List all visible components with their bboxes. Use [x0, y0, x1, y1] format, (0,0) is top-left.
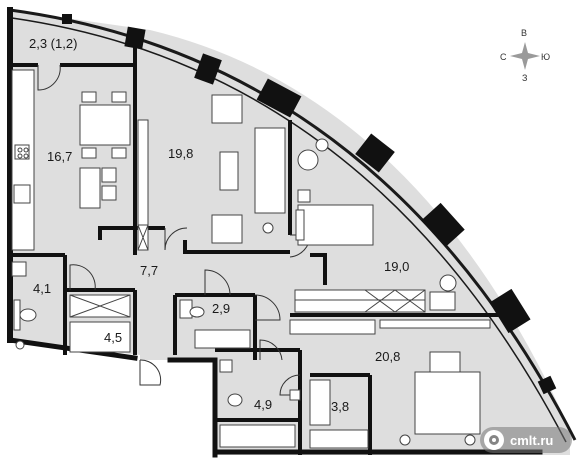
room-labels: 2,3 (1,2) 16,7 19,8 19,0 4,1 7,7 2,9 4,5… [29, 36, 409, 414]
room-area-bathroom-2: 4,9 [254, 397, 272, 412]
living-furniture [137, 94, 286, 251]
room-area-wc: 2,9 [212, 301, 230, 316]
interior-walls [10, 40, 500, 455]
room-area-wardrobe-2: 3,8 [331, 399, 349, 414]
bathroom2-fixtures [179, 299, 369, 449]
compass-east-label: В [521, 28, 527, 38]
compass: В С Ю З [500, 28, 550, 83]
room-area-wardrobe-1: 4,5 [104, 330, 122, 345]
compass-north-label: С [500, 52, 507, 62]
bedroom2-furniture [289, 319, 491, 446]
facade-pillars [62, 14, 557, 395]
room-area-kitchen: 16,7 [47, 149, 72, 164]
facade-curve-outer [9, 8, 577, 441]
watermark: cmlt.ru [480, 427, 572, 453]
compass-rose-icon [510, 42, 540, 70]
room-area-bedroom-2: 20,8 [375, 349, 400, 364]
room-area-bathroom-1: 4,1 [33, 281, 51, 296]
room-area-living: 19,8 [168, 146, 193, 161]
compass-west-label: З [522, 73, 527, 83]
watermark-text: cmlt.ru [510, 432, 554, 448]
bathroom1-fixtures [11, 261, 131, 353]
kitchen-furniture [11, 69, 131, 251]
room-area-hall: 7,7 [140, 263, 158, 278]
room-area-balcony: 2,3 (1,2) [29, 36, 77, 51]
room-area-bedroom-1: 19,0 [384, 259, 409, 274]
bedroom1-furniture [294, 138, 457, 313]
compass-south-label: Ю [541, 52, 550, 62]
watermark-logo-icon [484, 430, 504, 450]
facade-curve-inner [11, 17, 567, 443]
door-swings [37, 64, 311, 396]
